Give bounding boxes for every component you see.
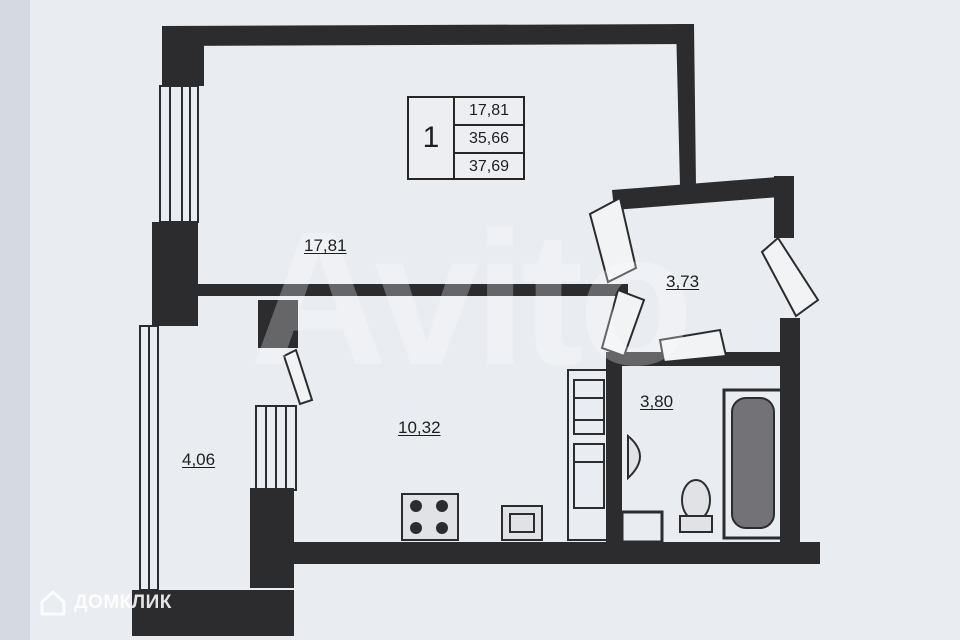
wardrobe: [567, 369, 609, 541]
total-area-value: 35,66: [455, 126, 523, 154]
kitchen-sink: [501, 505, 543, 541]
brand-name: ДОМКЛИК: [74, 592, 172, 613]
bathroom-sink: [627, 433, 641, 481]
room-count: 1: [409, 98, 455, 178]
total-with-loggia-value: 37,69: [468, 158, 510, 175]
loggia-area: 4,06: [182, 450, 216, 469]
living-room-area: 17,81: [304, 236, 347, 255]
apartment-info-box: 1 17,81 35,66 37,69: [407, 96, 525, 180]
paper-left-edge: [0, 0, 30, 640]
hall-area: 3,73: [666, 272, 700, 291]
bathroom-niche: [620, 510, 664, 544]
kitchen-area: 10,32: [398, 418, 441, 437]
toilet: [679, 479, 713, 533]
living-area-value: 17,81: [455, 98, 523, 126]
walls: [132, 24, 820, 636]
bathroom-area: 3,80: [640, 392, 674, 411]
domclick-logo: ДОМКЛИК: [38, 588, 172, 618]
bathtub: [722, 388, 784, 540]
house-icon: [40, 590, 66, 616]
stove: [401, 493, 459, 541]
windows: [139, 85, 297, 591]
doors: [282, 196, 820, 406]
